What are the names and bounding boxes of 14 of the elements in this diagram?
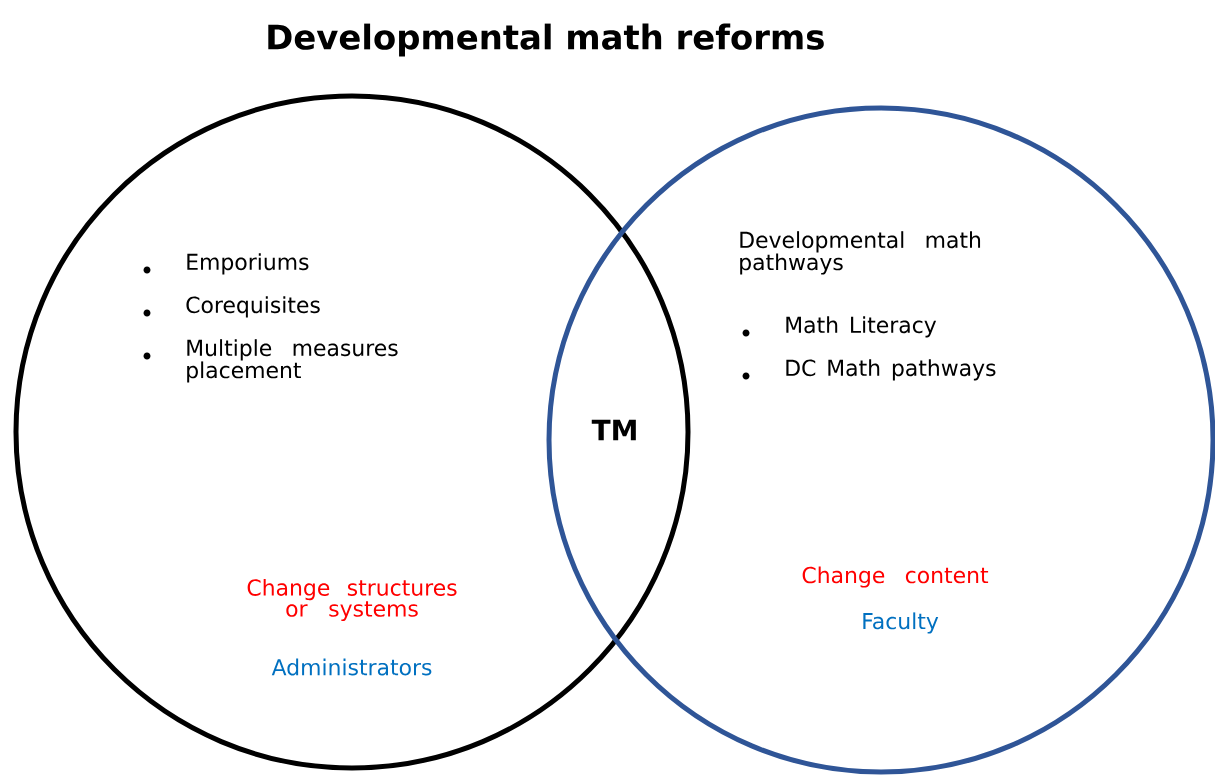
- venn-circle: [13, 93, 691, 771]
- list-item: Multiple measures placement: [187, 339, 398, 383]
- list-item: Corequisites: [186, 296, 320, 318]
- caption-text: Change structures or systems: [247, 578, 457, 622]
- list-item: Emporiums: [187, 253, 309, 275]
- overlap-label: TM: [591, 419, 636, 441]
- caption-text: Administrators: [271, 658, 432, 676]
- caption-text: Faculty: [863, 612, 939, 634]
- title: Developmental math reforms: [268, 23, 824, 57]
- venn-circle: [546, 105, 1215, 775]
- list-item: Developmental math pathways: [740, 231, 981, 275]
- list-item: Math Literacy: [786, 316, 937, 338]
- list-item: DC Math pathways: [786, 359, 996, 381]
- caption-text: Change content: [802, 566, 989, 588]
